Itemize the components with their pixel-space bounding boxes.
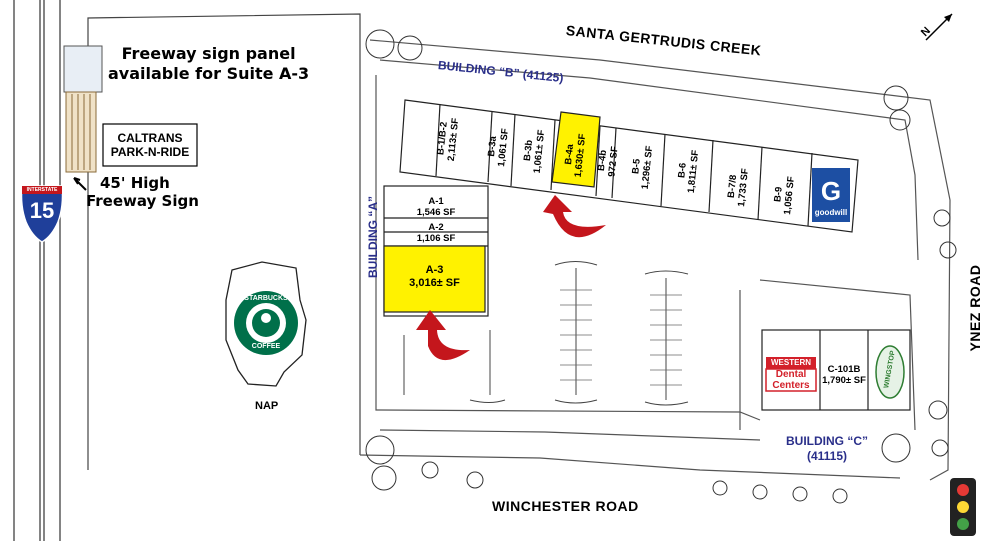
parking-islands: [403, 261, 689, 406]
road-label-south: WINCHESTER ROAD: [492, 498, 639, 514]
suite-a-1-label: A-1 1,546 SF: [384, 196, 488, 218]
goodwill-text: goodwill: [814, 208, 848, 217]
nap-label: NAP: [255, 400, 279, 412]
suite-a-2-label: A-2 1,106 SF: [384, 222, 488, 244]
caltrans-line1: CALTRANS: [117, 131, 183, 145]
red-arrows: [416, 195, 606, 361]
western-line3: Centers: [772, 380, 810, 391]
western-line2: Dental: [775, 369, 807, 380]
western-line1: WESTERN: [771, 358, 811, 367]
freeway-sign-note: Freeway sign panel available for Suite A…: [108, 44, 309, 84]
road-label-east: YNEZ ROAD: [967, 264, 983, 352]
interstate-15-shield: [20, 185, 64, 243]
traffic-signal-icon: [950, 478, 976, 536]
building-c-label: BUILDING “C” (41115): [786, 434, 868, 464]
suite-c-101b-label: C-101B 1,790± SF: [820, 364, 868, 386]
site-boundary: [359, 39, 951, 481]
starbucks-bottom-text: COFFEE: [251, 343, 281, 350]
suite-a-1-size: 1,546 SF: [416, 207, 456, 218]
building-c-line1: BUILDING “C”: [786, 434, 868, 448]
western-dental-logo: [765, 357, 817, 392]
building-a-label: BUILDING “A”: [366, 196, 380, 278]
goodwill-logo: [812, 168, 850, 222]
sign-note-line1: Freeway sign panel: [121, 44, 296, 63]
building-b-footprint: [399, 99, 859, 233]
suite-a-3-size: 3,016± SF: [409, 277, 460, 289]
suite-a-3-label[interactable]: A-3 3,016± SF: [384, 264, 485, 290]
sign-height-line1: 45' High: [100, 174, 170, 192]
sign-note-line2: available for Suite A-3: [108, 64, 310, 83]
caltrans-box: [102, 123, 198, 167]
parking-stalls: [560, 289, 682, 386]
starbucks-top-text: STARBUCKS: [244, 295, 288, 302]
suite-a-3-highlight[interactable]: [383, 245, 486, 313]
suite-b-4a-highlight[interactable]: [551, 111, 601, 188]
caltrans-label: CALTRANS PARK-N-RIDE: [103, 131, 197, 159]
svg-text:G: G: [821, 176, 841, 206]
shield-number: 15: [29, 198, 55, 223]
shield-top-label: INTERSTATE: [26, 187, 58, 193]
suite-c-101b-size: 1,790± SF: [822, 375, 866, 386]
compass-icon: [925, 13, 953, 41]
pointer-arrow: [73, 177, 87, 191]
suite-a-2-name: A-2: [428, 222, 444, 233]
freeway-sign-pylon: [63, 45, 103, 173]
suite-a-2-size: 1,106 SF: [416, 233, 456, 244]
sign-height-line2: Freeway Sign: [86, 192, 199, 210]
suite-a-1-name: A-1: [428, 196, 444, 207]
wingstop-logo: [875, 345, 905, 399]
trees: [365, 29, 957, 504]
starbucks-logo: [234, 291, 298, 355]
suite-a-3-name: A-3: [425, 264, 444, 276]
suite-c-101b-name: C-101B: [827, 364, 861, 375]
park-n-ride-lot: [87, 13, 361, 470]
building-c-line2: (41115): [806, 449, 848, 463]
sign-height-label: 45' High Freeway Sign: [86, 174, 199, 210]
caltrans-line2: PARK-N-RIDE: [110, 145, 190, 159]
freeway-lanes: [13, 0, 61, 541]
